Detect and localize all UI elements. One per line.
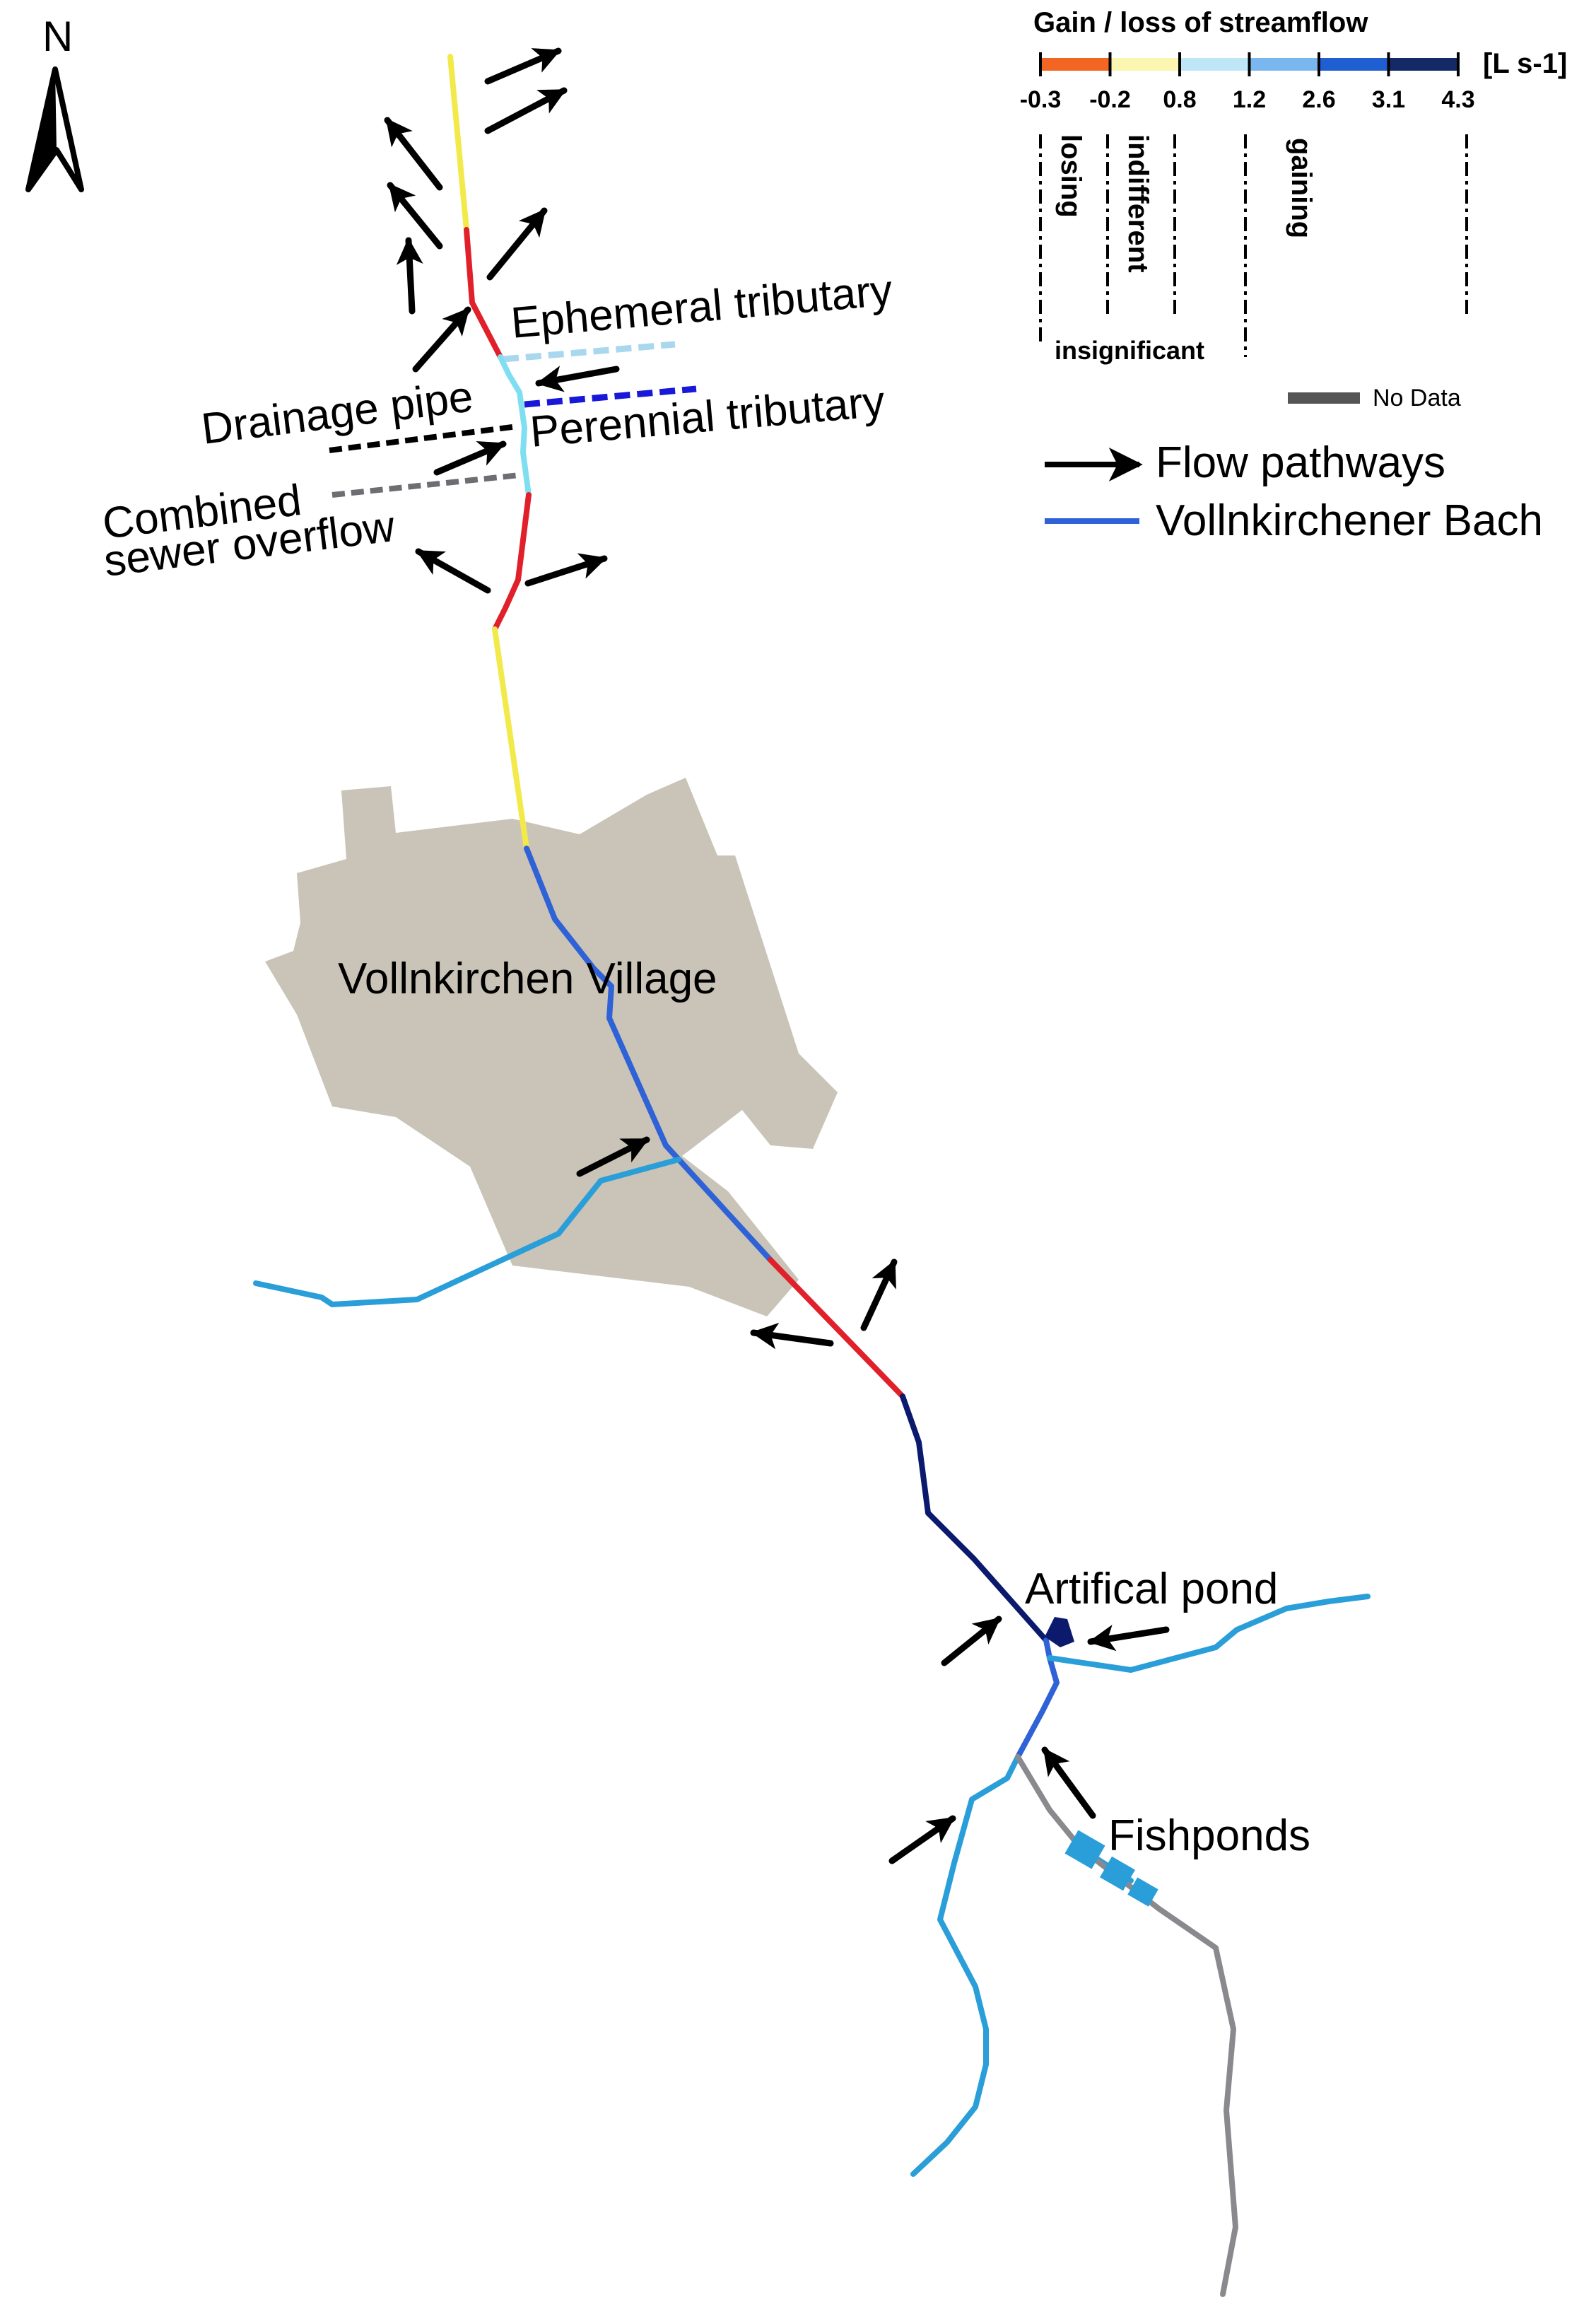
artificial-pond bbox=[1045, 1617, 1074, 1647]
legend-color-scale bbox=[1039, 52, 1460, 76]
western-tributary bbox=[253, 1157, 681, 1307]
legend-scale-segment bbox=[1040, 58, 1110, 71]
stream-segment-gaining-village bbox=[524, 846, 773, 1263]
legend-tick-labels: -0.3 -0.2 0.8 1.2 2.6 3.1 4.3 bbox=[1020, 86, 1475, 113]
flow-pathway-arrow bbox=[1087, 1624, 1170, 1652]
legend-class-insignificant: insignificant bbox=[1055, 336, 1204, 365]
flow-pathway-arrow bbox=[888, 1815, 956, 1864]
village-label: Vollnkirchen Village bbox=[338, 954, 717, 1003]
flow-pathway-arrow bbox=[433, 440, 507, 476]
legend-tick-label: -0.3 bbox=[1020, 86, 1062, 113]
north-label: N bbox=[42, 13, 73, 60]
flow-pathway-arrow bbox=[484, 47, 562, 85]
stream-segment-insignificant bbox=[498, 354, 532, 498]
flow-pathway-arrow bbox=[396, 237, 423, 315]
fishponds-label: Fishponds bbox=[1108, 1811, 1310, 1860]
perennial-tributary-label: Perennial tributary bbox=[528, 377, 886, 457]
artificial-pond-label: Artifical pond bbox=[1025, 1565, 1278, 1613]
drainage-pipe-line bbox=[329, 424, 518, 453]
flow-pathway-arrow bbox=[524, 553, 608, 587]
legend-tick-label: 3.1 bbox=[1372, 86, 1405, 113]
southern-tributary bbox=[910, 1754, 1021, 2177]
legend-flow-pathways-label: Flow pathways bbox=[1156, 438, 1445, 487]
stream-segment-losing-lower bbox=[768, 1257, 905, 1399]
drainage-pipe-label: Drainage pipe bbox=[199, 372, 476, 454]
legend-no-data-label: No Data bbox=[1373, 385, 1461, 411]
legend-class-gaining: gaining bbox=[1286, 138, 1317, 238]
no-data-channel bbox=[1015, 1754, 1238, 2297]
ephemeral-tributary-label: Ephemeral tributary bbox=[509, 266, 894, 348]
legend-tick-label: 4.3 bbox=[1441, 86, 1474, 113]
stream-segment-gaining-lower bbox=[1015, 1637, 1060, 1760]
legend-tick-label: 0.8 bbox=[1163, 86, 1196, 113]
combined-sewer-overflow-line bbox=[331, 472, 520, 498]
north-arrow-icon bbox=[25, 66, 84, 192]
stream-segment-losing-upper bbox=[464, 227, 503, 360]
perennial-tributary-line bbox=[524, 385, 697, 408]
flow-pathway-arrow bbox=[941, 1616, 1002, 1666]
legend-no-data-swatch bbox=[1288, 392, 1360, 404]
flow-pathway-arrow bbox=[486, 207, 548, 281]
flow-pathway-arrow bbox=[387, 182, 443, 250]
ephemeral-tributary-line bbox=[503, 341, 676, 363]
legend-title: Gain / loss of streamflow bbox=[1033, 7, 1368, 38]
legend-scale-segment bbox=[1110, 58, 1180, 71]
flow-pathway-arrow bbox=[860, 1258, 898, 1331]
legend-scale-segment bbox=[1180, 58, 1250, 71]
village-area bbox=[265, 778, 838, 1316]
flow-pathway-arrow bbox=[484, 87, 568, 134]
stream-segment-losing-middle bbox=[492, 492, 532, 632]
flow-pathway-arrow bbox=[750, 1322, 834, 1350]
flow-pathway-arrow bbox=[415, 548, 491, 594]
flow-pathway-arrow bbox=[384, 117, 443, 191]
legend-scale-segment bbox=[1388, 58, 1458, 71]
flow-pathway-arrow bbox=[576, 1136, 650, 1177]
legend-class-losing: losing bbox=[1055, 134, 1086, 218]
legend: Gain / loss of streamflow [L s-1] -0.3-0… bbox=[1020, 7, 1568, 545]
legend-unit: [L s-1] bbox=[1483, 48, 1567, 79]
legend-scale-segment bbox=[1319, 58, 1389, 71]
stream-segment-indifferent-upper bbox=[447, 54, 469, 233]
fishponds bbox=[1064, 1830, 1158, 1907]
legend-tick-label: 2.6 bbox=[1302, 86, 1335, 113]
stream-segment-indifferent-lower bbox=[492, 626, 529, 851]
flow-pathway-arrow bbox=[535, 366, 620, 392]
legend-tick-label: 1.2 bbox=[1233, 86, 1266, 113]
legend-class-indifferent: indifferent bbox=[1122, 134, 1154, 273]
flow-pathway-arrow bbox=[1041, 1746, 1096, 1819]
legend-stream-label: Vollnkirchener Bach bbox=[1156, 496, 1543, 545]
stream-segment-high-gain bbox=[900, 1394, 1049, 1643]
flow-pathway-arrow bbox=[412, 306, 471, 373]
legend-tick-label: -0.2 bbox=[1089, 86, 1131, 113]
legend-scale-segment bbox=[1249, 58, 1319, 71]
eastern-tributary bbox=[1047, 1594, 1371, 1673]
